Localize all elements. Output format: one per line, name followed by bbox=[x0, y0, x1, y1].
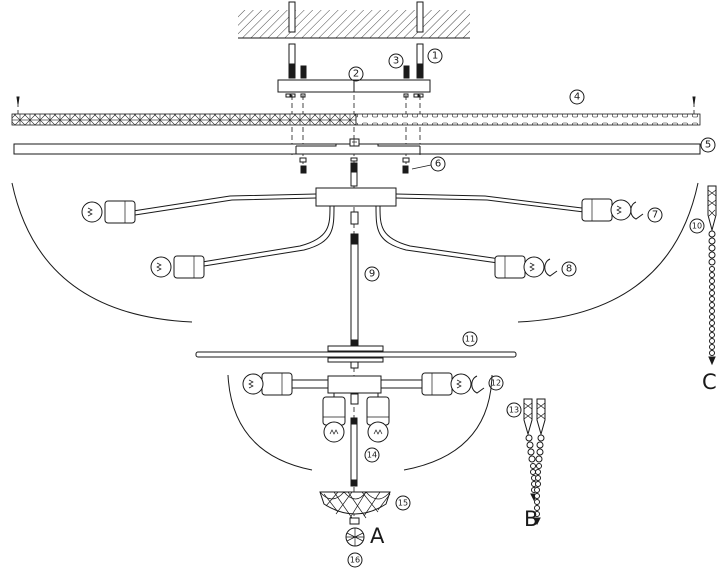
svg-text:15: 15 bbox=[398, 499, 408, 508]
callout-5: 5 bbox=[700, 137, 716, 153]
callout-13: 13 bbox=[506, 402, 522, 418]
svg-text:14: 14 bbox=[367, 451, 377, 460]
ceiling bbox=[238, 10, 470, 39]
callout-3: 3 bbox=[388, 53, 404, 69]
variant-label-c: C bbox=[702, 370, 717, 394]
svg-text:10: 10 bbox=[692, 222, 702, 231]
lower-shade bbox=[227, 374, 493, 471]
led-strip bbox=[11, 113, 701, 126]
callout-4: 4 bbox=[569, 89, 585, 105]
svg-text:1: 1 bbox=[432, 51, 438, 62]
center-rod bbox=[350, 211, 359, 369]
mounting-bracket bbox=[277, 79, 431, 98]
lower-rod bbox=[350, 393, 359, 487]
svg-text:13: 13 bbox=[509, 406, 519, 415]
svg-text:4: 4 bbox=[574, 92, 580, 103]
lower-lamps bbox=[242, 372, 485, 443]
crystal-strand-c bbox=[707, 185, 717, 366]
callout-2: 2 bbox=[348, 66, 364, 82]
svg-text:12: 12 bbox=[491, 379, 501, 388]
callout-15: 15 bbox=[395, 495, 411, 511]
upper-lamps bbox=[81, 198, 644, 279]
lower-plate bbox=[195, 345, 517, 363]
svg-text:3: 3 bbox=[393, 56, 399, 67]
svg-text:11: 11 bbox=[465, 335, 475, 344]
nuts bbox=[299, 157, 410, 187]
variant-label-a: A bbox=[370, 524, 385, 548]
callout-12: 12 bbox=[488, 375, 504, 391]
callout-8: 8 bbox=[561, 261, 577, 277]
upper-hub bbox=[315, 187, 397, 207]
svg-text:5: 5 bbox=[705, 140, 711, 151]
callout-numbers: 1 2 3 4 5 6 7 8 9 10 11 12 13 14 15 16 bbox=[347, 48, 716, 568]
svg-text:6: 6 bbox=[435, 159, 441, 170]
callout-6: 6 bbox=[411, 156, 446, 172]
callout-7: 7 bbox=[647, 207, 663, 223]
variant-label-b: B bbox=[524, 507, 538, 531]
wall-plugs bbox=[288, 1, 424, 79]
callout-14: 14 bbox=[364, 447, 380, 463]
side-pins bbox=[16, 96, 696, 105]
crystal-bowl bbox=[319, 491, 391, 525]
callout-9: 9 bbox=[364, 266, 380, 282]
callout-16: 16 bbox=[347, 552, 363, 568]
crystal-ball bbox=[345, 527, 365, 547]
svg-text:2: 2 bbox=[353, 69, 359, 80]
svg-text:8: 8 bbox=[566, 264, 572, 275]
callout-11: 11 bbox=[462, 331, 478, 347]
arms bbox=[132, 193, 585, 267]
svg-text:16: 16 bbox=[350, 556, 360, 565]
crystal-strands-b bbox=[523, 398, 546, 526]
callout-10: 10 bbox=[689, 218, 705, 234]
svg-text:9: 9 bbox=[369, 269, 375, 280]
callout-1: 1 bbox=[427, 48, 443, 64]
upper-shade bbox=[11, 182, 699, 323]
canopy-plate bbox=[13, 138, 701, 155]
svg-text:7: 7 bbox=[652, 210, 658, 221]
